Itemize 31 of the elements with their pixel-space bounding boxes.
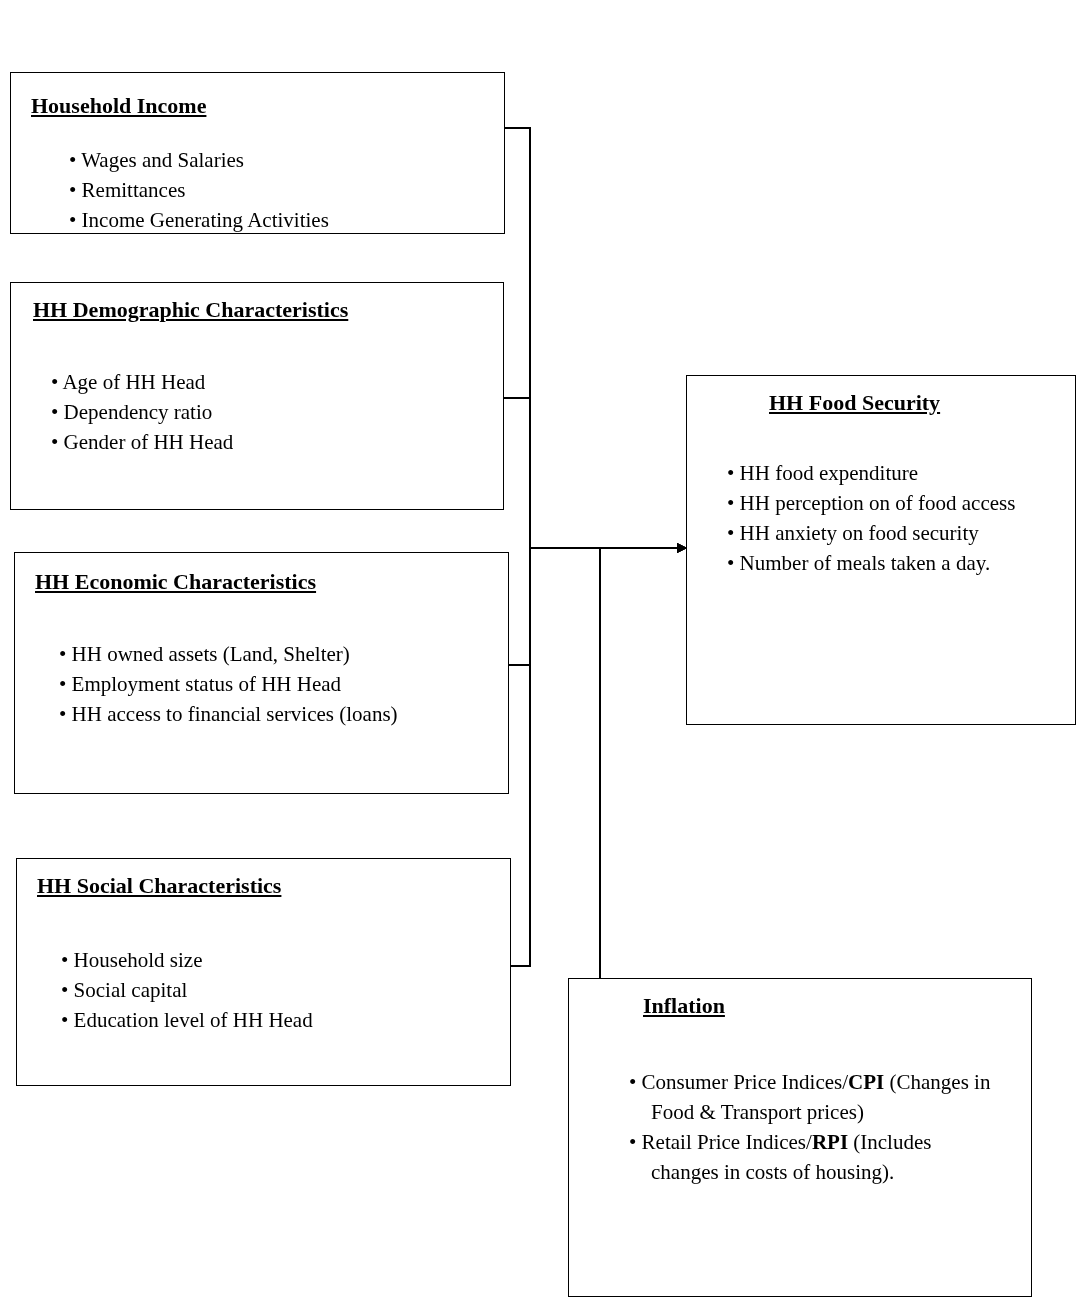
arrow	[599, 543, 687, 979]
factor-box	[568, 978, 1032, 1297]
factor-box	[10, 282, 504, 510]
bullet-item: • HH owned assets (Land, Shelter)	[59, 641, 351, 668]
outcome-box	[686, 375, 1076, 725]
bullet-item: • Education level of HH Head	[61, 1007, 314, 1034]
factor-box	[10, 72, 505, 234]
bullet-item: • Age of HH Head	[51, 369, 207, 396]
bullet-item: • Retail Price Indices/RPI (Includes changes in costs of housing).	[629, 1129, 933, 1186]
heading: Household Income	[31, 93, 207, 119]
factor-box	[14, 552, 509, 794]
heading: HH Social Characteristics	[37, 873, 282, 899]
bullet-item: • Number of meals taken a day.	[727, 550, 992, 577]
bullet-item: • Household size	[61, 947, 204, 974]
heading: HH Economic Characteristics	[35, 569, 317, 595]
bullet-item: • Wages and Salaries	[69, 147, 245, 174]
bullet-item: • HH perception on of food access	[727, 490, 1017, 517]
bullet-item: • HH food expenditure	[727, 460, 920, 487]
bullet-item: • Consumer Price Indices/CPI (Changes in Food & Transport prices)	[629, 1069, 992, 1126]
heading: HH Food Security	[769, 390, 941, 416]
bullet-item: • HH anxiety on food security	[727, 520, 980, 547]
factor-box	[16, 858, 511, 1086]
heading: HH Demographic Characteristics	[33, 297, 349, 323]
bullet-item: • Dependency ratio	[51, 399, 214, 426]
bullet-item: • Gender of HH Head	[51, 429, 235, 456]
bullet-item: • Employment status of HH Head	[59, 671, 343, 698]
bullet-item: • Remittances	[69, 177, 187, 204]
bullet-item: • HH access to financial services (loans)	[59, 701, 399, 728]
bullet-item: • Income Generating Activities	[69, 207, 330, 234]
bullet-item: • Social capital	[61, 977, 189, 1004]
heading: Inflation	[643, 993, 725, 1019]
